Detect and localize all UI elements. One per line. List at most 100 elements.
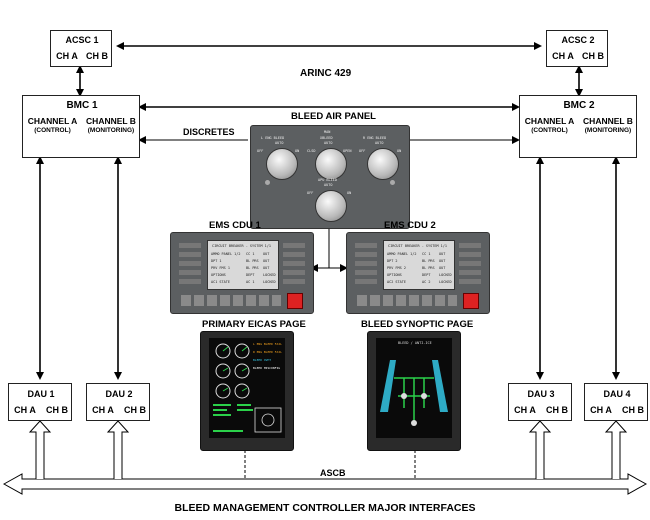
bleed-air-panel: L ENG BLEED AUTO OFF ON MAN XBLEED AUTO … [250, 125, 410, 229]
dau2-box: DAU 2 CH A CH B [86, 383, 150, 421]
bleed-synoptic-screen: BLEED / ANTI-ICE [376, 338, 452, 438]
acsc2-box: ACSC 2 CH A CH B [546, 30, 608, 67]
dau3-ch-b: CH B [546, 405, 568, 415]
bmc1-ch-a: CHANNEL A [27, 116, 78, 126]
primary-eicas-screen: L ENG BLEED FAIL R ENG BLEED FAIL BLEED … [209, 338, 285, 438]
bmc1-ch-b-sub: (MONITORING) [87, 127, 135, 134]
cdu-screen-cell: OUT [439, 252, 446, 256]
cdu-screen-cell: CC 1 [422, 252, 431, 256]
xbleed-knob[interactable] [315, 148, 347, 180]
ems-cdu1-title: EMS CDU 1 [209, 220, 261, 231]
knob3-top-label: R ENG BLEED [363, 136, 387, 140]
synoptic-header: BLEED / ANTI-ICE [398, 341, 432, 345]
cdu-screen-cell: AMMO PANEL 1/2 [211, 252, 241, 256]
knob1-off-label: OFF [257, 149, 264, 153]
dau3-box: DAU 3 CH A CH B [508, 383, 572, 421]
acsc2-ch-b: CH B [582, 51, 604, 61]
dau1-box: DAU 1 CH A CH B [8, 383, 72, 421]
cdu-screen-cell: AC 1 [246, 280, 255, 284]
cdu-screen-cell: DPT 1 [211, 259, 222, 263]
knob4-auto-label: AUTO [324, 183, 333, 187]
ems-cdu2-title: EMS CDU 2 [384, 220, 436, 231]
knob3-on-label: ON [397, 149, 402, 153]
ems-cdu2-header: CIRCUIT BREAKER - SYSTEM 1/1 [388, 244, 448, 248]
cdu-screen-cell: OUT [263, 259, 270, 263]
knob4-top-label: APU BLEED [318, 178, 337, 182]
synoptic-diagram [380, 360, 448, 426]
ems-cdu2-function-keys[interactable] [357, 295, 457, 306]
ascb-bus-arrow [2, 473, 648, 495]
ems-cdu1-function-keys[interactable] [181, 295, 281, 306]
bmc1-ch-b: CHANNEL B [86, 116, 136, 126]
cdu-screen-cell: BL PRS [246, 259, 259, 263]
ems-cdu2-left-keys[interactable] [355, 243, 377, 285]
apu-bleed-knob[interactable] [315, 190, 347, 222]
bmc2-ch-a-sub: (CONTROL) [531, 127, 568, 134]
eicas-msg-3: BLEED OVHT [253, 358, 272, 362]
cdu-screen-cell: BL PRS [246, 266, 259, 270]
dau2-name: DAU 2 [105, 389, 133, 399]
dau4-name: DAU 4 [603, 389, 631, 399]
bmc2-ch-a: CHANNEL A [524, 116, 575, 126]
knob2-open-label: OPEN [343, 149, 352, 153]
cdu-screen-cell: LOCKED [263, 280, 276, 284]
dau1-ch-a: CH A [14, 405, 36, 415]
cdu-screen-cell: BL PRS [422, 266, 435, 270]
acsc1-name: ACSC 1 [65, 35, 99, 45]
cdu-screen-cell: DPT 2 [387, 259, 398, 263]
cdu-screen-cell: LOCKED [439, 280, 452, 284]
ems-cdu2-red-key[interactable] [463, 293, 479, 309]
dau1-name: DAU 1 [27, 389, 55, 399]
cdu-screen-cell: PRV FMS 1 [211, 266, 230, 270]
primary-eicas-display: L ENG BLEED FAIL R ENG BLEED FAIL BLEED … [200, 331, 294, 451]
cdu-screen-cell: OUT [439, 266, 446, 270]
r-eng-bleed-knob[interactable] [367, 148, 399, 180]
cdu-screen-cell: LOCKED [439, 273, 452, 277]
eicas-msg-2: R ENG BLEED FAIL [253, 350, 282, 354]
cdu-screen-cell: LOCKED [263, 273, 276, 277]
ems-cdu2: CIRCUIT BREAKER - SYSTEM 1/1 AMMO PANEL … [346, 232, 490, 314]
cdu-screen-cell: DEPT [422, 273, 431, 277]
ascb-label: ASCB [318, 468, 348, 478]
bmc2-ch-b-sub: (MONITORING) [584, 127, 632, 134]
ems-cdu1: CIRCUIT BREAKER - SYSTEM 1/1 AMMO PANEL … [170, 232, 314, 314]
ems-cdu1-screen: CIRCUIT BREAKER - SYSTEM 1/1 AMMO PANEL … [207, 240, 279, 290]
acsc2-name: ACSC 2 [561, 35, 595, 45]
panel-screw-icon [265, 180, 270, 185]
acsc2-ch-a: CH A [552, 51, 574, 61]
knob2-auto-label: AUTO [324, 141, 333, 145]
dau1-ch-b: CH B [46, 405, 68, 415]
ems-cdu2-right-keys[interactable] [459, 243, 481, 285]
acsc1-box: ACSC 1 CH A CH B [50, 30, 112, 67]
cdu-screen-cell: AMMO PANEL 1/2 [387, 252, 417, 256]
bmc1-box: BMC 1 CHANNEL A (CONTROL) CHANNEL B (MON… [22, 95, 140, 158]
acsc1-ch-b: CH B [86, 51, 108, 61]
knob3-auto-label: AUTO [375, 141, 384, 145]
cdu-screen-cell: AC 2 [422, 280, 431, 284]
eicas-msg-1: L ENG BLEED FAIL [253, 342, 282, 346]
eicas-msg-4: BLEED MISCONFIG [253, 366, 281, 370]
dau4-ch-a: CH A [590, 405, 612, 415]
knob2-clsd-label: CLSD [307, 149, 316, 153]
cdu-screen-cell: OUT [263, 266, 270, 270]
ems-cdu1-right-keys[interactable] [283, 243, 305, 285]
cdu-screen-cell: DEPT [246, 273, 255, 277]
diagram-title: BLEED MANAGEMENT CONTROLLER MAJOR INTERF… [174, 502, 476, 514]
ems-cdu1-left-keys[interactable] [179, 243, 201, 285]
l-eng-bleed-knob[interactable] [266, 148, 298, 180]
ascb-dau1-arrow [28, 420, 52, 479]
cdu-screen-cell: PRV FMS 2 [387, 266, 406, 270]
knob3-off-label: OFF [359, 149, 366, 153]
arinc-429-label: ARINC 429 [300, 68, 352, 79]
eicas-gauges [213, 343, 282, 433]
dau4-box: DAU 4 CH A CH B [584, 383, 648, 421]
cdu-screen-cell: OUT [263, 252, 270, 256]
cdu-screen-cell: CC 1 [246, 252, 255, 256]
bmc2-name: BMC 2 [563, 100, 595, 111]
discretes-label: DISCRETES [183, 127, 235, 137]
knob2-man-label: MAN [324, 130, 331, 134]
bmc2-box: BMC 2 CHANNEL A (CONTROL) CHANNEL B (MON… [519, 95, 637, 158]
knob1-on-label: ON [295, 149, 300, 153]
dau2-ch-a: CH A [92, 405, 114, 415]
ems-cdu1-red-key[interactable] [287, 293, 303, 309]
